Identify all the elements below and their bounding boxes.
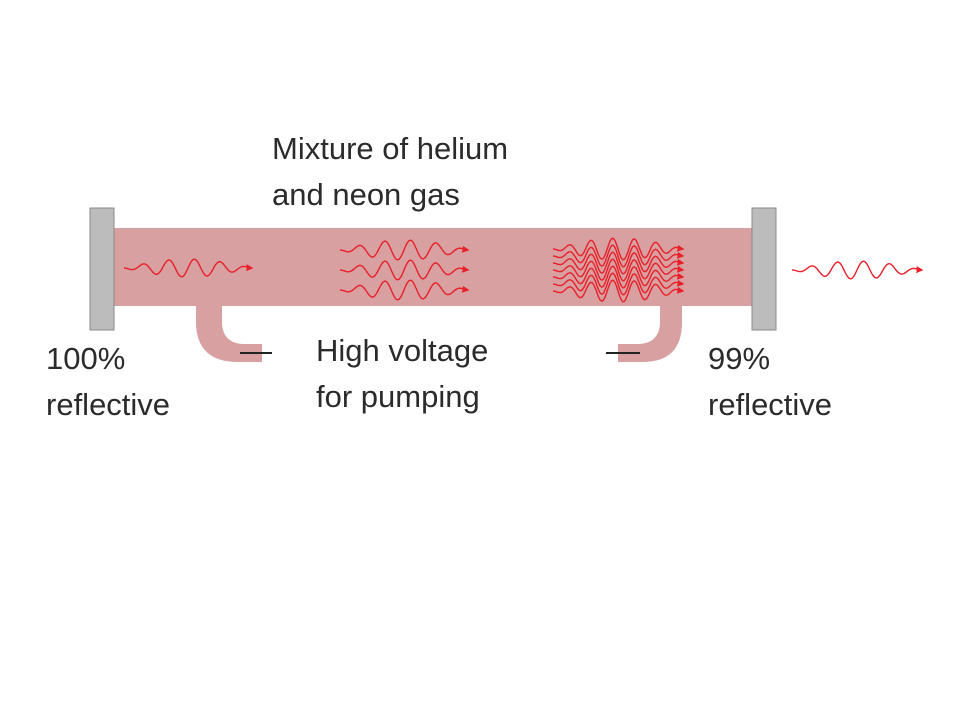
light-wave [123,258,254,278]
light-wave [552,251,685,275]
emitted-laser-beam [791,260,924,280]
right-label-line1: 99% [708,341,771,376]
right-label-line2: reflective [708,387,833,422]
light-wave [552,265,685,289]
light-wave [339,259,470,281]
light-wave-group-single [123,258,254,278]
voltage-label-line1: High voltage [316,333,489,368]
light-wave [552,279,685,303]
light-wave [552,258,685,282]
light-wave-group-triple [339,239,470,301]
light-wave [339,279,470,301]
gas-label-line1: Mixture of helium [272,131,509,166]
light-wave [552,244,685,268]
light-wave [552,237,685,261]
light-wave [791,260,924,280]
right-mirror-label: 99% reflective [708,336,832,428]
gas-mixture-label: Mixture of helium and neon gas [272,126,508,218]
voltage-label-line2: for pumping [316,379,480,414]
right-mirror [751,207,777,331]
light-wave [552,272,685,296]
left-label-line2: reflective [46,387,171,422]
light-wave [339,239,470,261]
left-mirror [89,207,115,331]
light-wave-group-amplified [552,237,685,303]
high-voltage-label: High voltage for pumping [316,328,488,420]
left-label-line1: 100% [46,341,126,376]
left-mirror-label: 100% reflective [46,336,170,428]
gas-label-line2: and neon gas [272,177,460,212]
